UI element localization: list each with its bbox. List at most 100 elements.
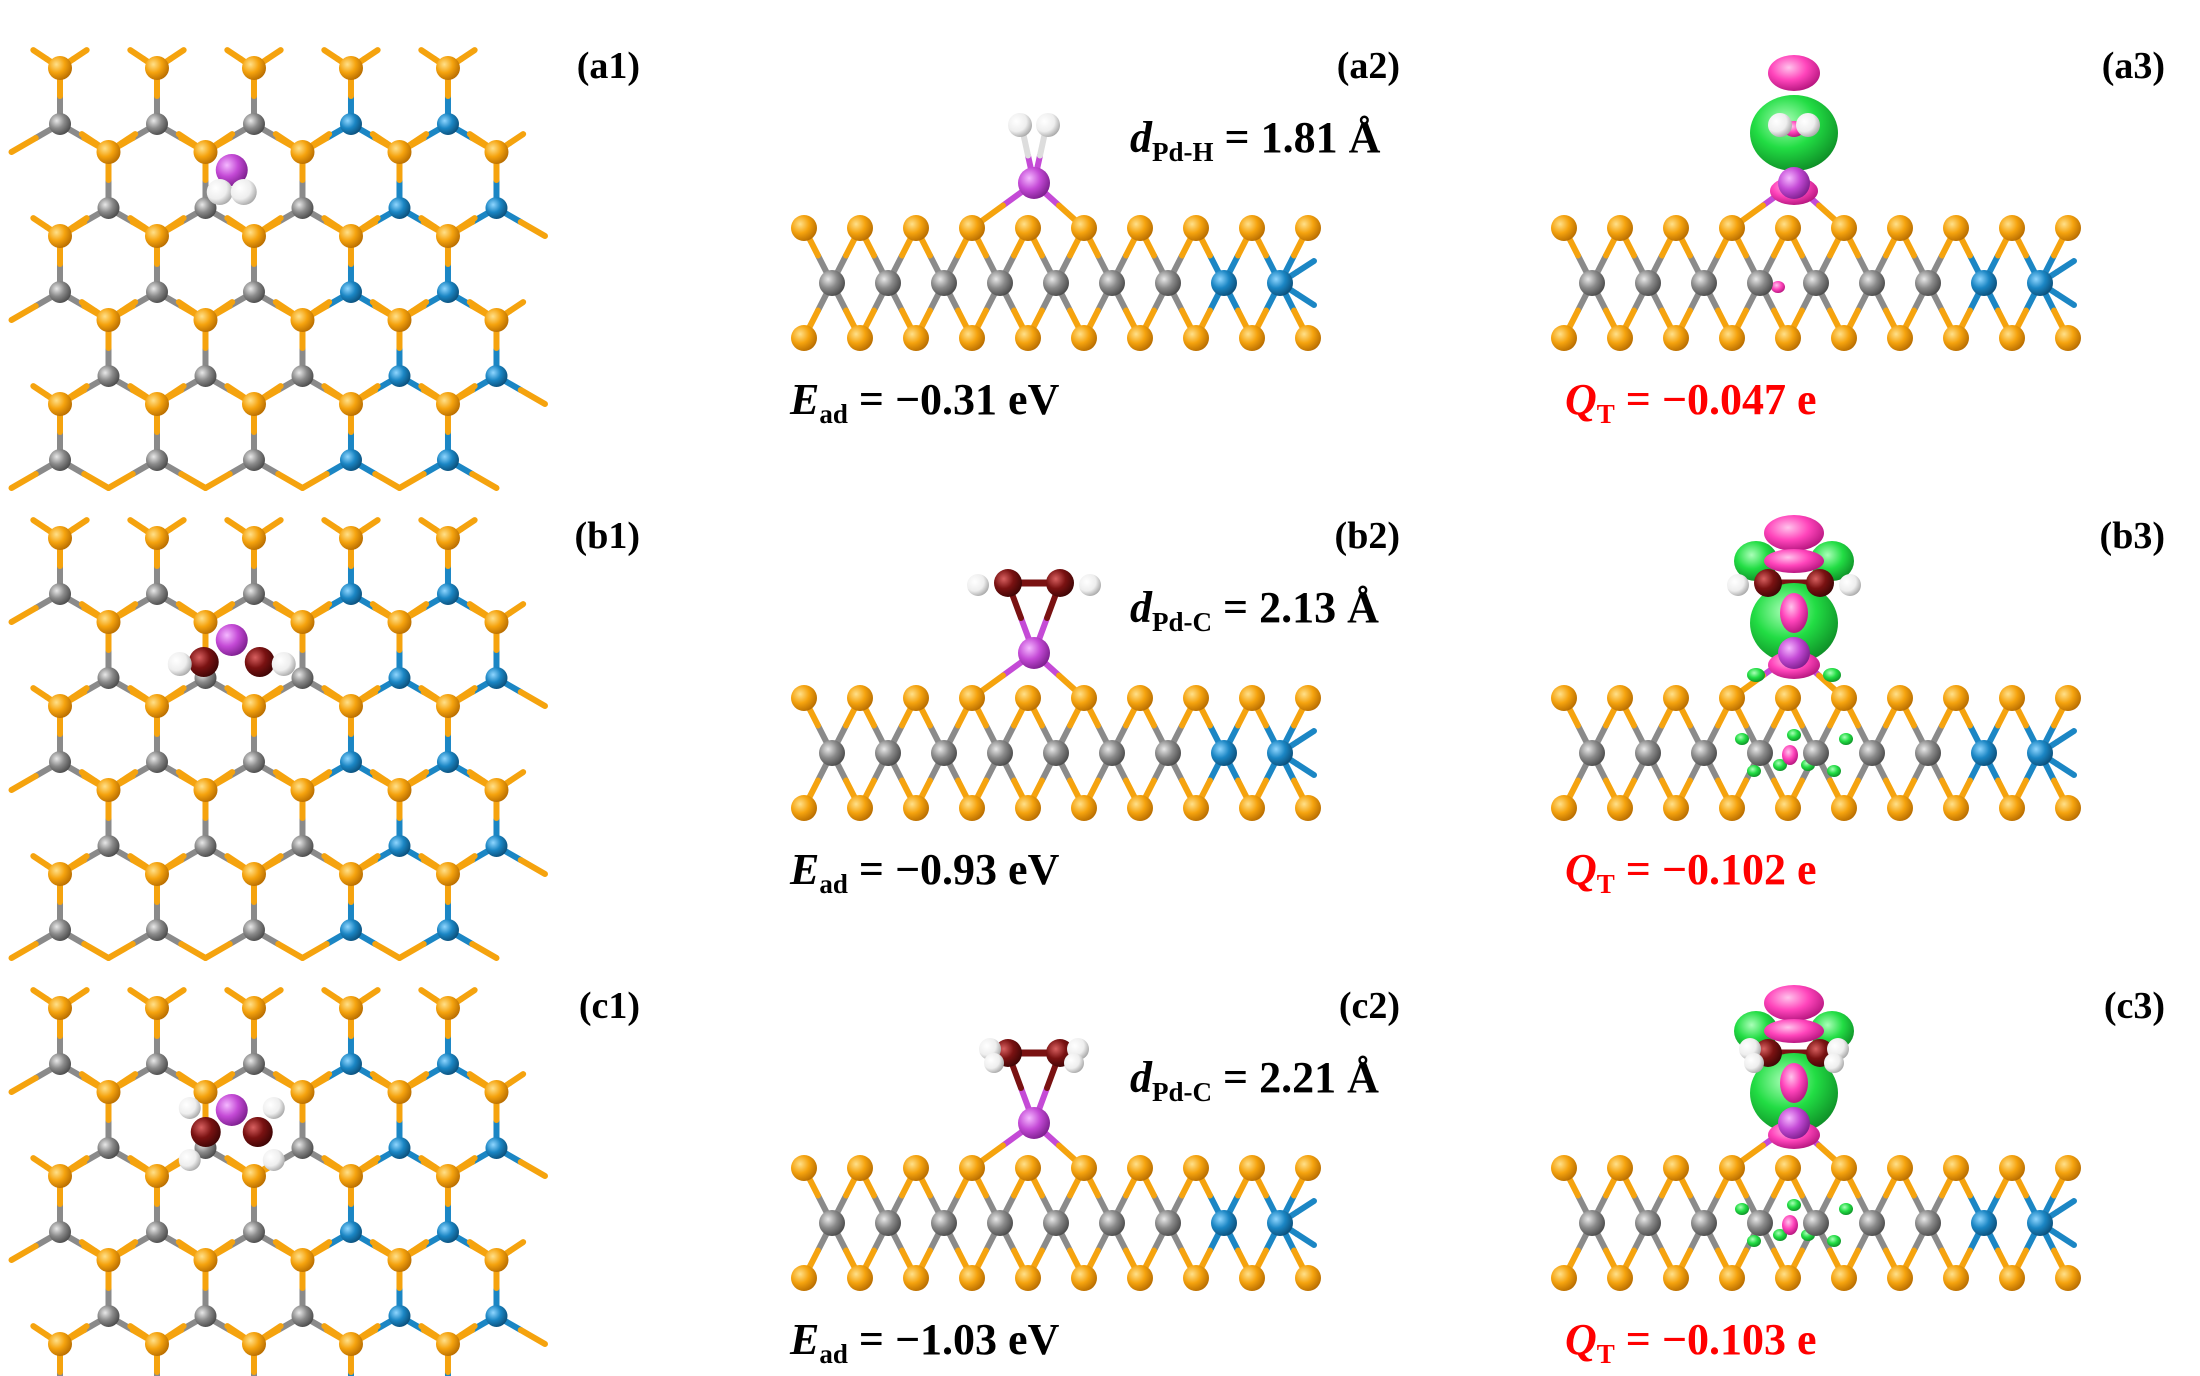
top-view-bond [215, 1239, 236, 1255]
top-view-bond [78, 299, 99, 315]
panel-label: (b2) [1335, 515, 1400, 557]
top-view-bond [70, 517, 90, 533]
top-view-bond [361, 47, 381, 63]
metal-atom [145, 449, 168, 471]
metal-atom [1043, 740, 1069, 766]
carbon-atom [1754, 569, 1782, 597]
structure-bonds [8, 47, 2077, 1376]
structure-atoms [48, 56, 2081, 1356]
pd-atom [1778, 1107, 1810, 1139]
chalcogen-atom [1999, 685, 2025, 711]
top-view-bond [175, 769, 196, 785]
chalcogen-atom [1719, 795, 1745, 821]
top-view-bond [458, 1323, 478, 1339]
metal-atom [1915, 270, 1941, 296]
chalcogen-atom [2055, 685, 2081, 711]
pd-atom [215, 1094, 248, 1126]
hydrogen-atom [1768, 113, 1792, 137]
pd-atom [1778, 637, 1810, 669]
chalcogen-atom [193, 308, 218, 332]
charge-gain-lobe [1773, 1229, 1787, 1241]
top-view-bond [275, 941, 306, 961]
metal-atom [1099, 1210, 1125, 1236]
charge-loss-lobe [1764, 549, 1824, 573]
metal-atom [97, 197, 120, 219]
hydrogen-atom [1008, 113, 1032, 137]
chalcogen-atom [1607, 1155, 1633, 1181]
metal-atom [436, 1053, 459, 1075]
metal-atom [875, 270, 901, 296]
chalcogen-atom [96, 1080, 121, 1104]
side-view-bond [1294, 761, 1317, 778]
charge-gain-lobe [1839, 1203, 1853, 1215]
carbon-atom [242, 1117, 273, 1147]
panel-label: (c3) [2104, 985, 2165, 1027]
metal-atom [145, 751, 168, 773]
chalcogen-atom [1015, 325, 1041, 351]
chalcogen-atom [144, 1164, 169, 1188]
chalcogen-atom [48, 996, 72, 1020]
metal-atom [1267, 270, 1293, 296]
top-view-bond [458, 383, 478, 399]
metal-atom [388, 365, 411, 387]
charge-loss-lobe [1780, 593, 1808, 633]
top-view-bond [78, 1239, 99, 1255]
chalcogen-atom [1127, 325, 1153, 351]
chalcogen-atom [193, 778, 218, 802]
distance-value: dPd-C = 2.13 Å [1130, 583, 1379, 637]
chalcogen-atom [1551, 685, 1577, 711]
top-view-bond [312, 131, 333, 147]
chalcogen-atom [144, 862, 169, 886]
charge-gain-lobe [1823, 668, 1841, 682]
metal-atom [291, 1305, 314, 1327]
chalcogen-atom [1551, 1265, 1577, 1291]
metal-atom [145, 583, 168, 605]
chalcogen-atom [1127, 1265, 1153, 1291]
chalcogen-atom [338, 862, 363, 886]
top-view-bond [127, 47, 147, 63]
charge-gain-lobe [1735, 733, 1749, 745]
top-view-bond [369, 601, 390, 617]
chalcogen-atom [338, 392, 363, 416]
top-view-bond [70, 215, 90, 231]
chalcogen-atom [144, 224, 169, 248]
top-view-bond [30, 517, 50, 533]
top-view-bond [70, 987, 90, 1003]
top-view-bond [299, 471, 330, 491]
metal-atom [1803, 1210, 1829, 1236]
top-view-bond [224, 853, 244, 869]
hydrogen-atom [984, 1053, 1004, 1073]
metal-atom [1043, 270, 1069, 296]
metal-atom [97, 1305, 120, 1327]
chalcogen-atom [1295, 795, 1321, 821]
top-view-bond [118, 131, 139, 147]
metal-atom [49, 751, 71, 773]
top-view-bond [361, 1155, 381, 1171]
hydrogen-atom [1824, 1053, 1844, 1073]
chalcogen-atom [435, 996, 460, 1020]
metal-atom [1635, 270, 1661, 296]
chalcogen-atom [338, 56, 363, 80]
top-view-bond [418, 685, 438, 701]
metal-atom [485, 365, 508, 387]
metal-atom [97, 1137, 120, 1159]
top-view-bond [70, 685, 90, 701]
charge-gain-lobe [1747, 668, 1765, 682]
chalcogen-atom [1831, 215, 1857, 241]
pd-atom [1018, 167, 1050, 199]
hydrogen-atom [1744, 1053, 1764, 1073]
top-view-bond [361, 517, 381, 533]
chalcogen-atom [1943, 685, 1969, 711]
chalcogen-atom [791, 325, 817, 351]
side-view-bond [2054, 1231, 2077, 1248]
chalcogen-atom [1551, 325, 1577, 351]
metal-atom [1971, 740, 1997, 766]
metal-atom [1747, 740, 1773, 766]
chalcogen-atom [1887, 795, 1913, 821]
top-view-bond [517, 857, 548, 877]
chalcogen-atom [959, 1155, 985, 1181]
chalcogen-atom [48, 1164, 72, 1188]
top-view-bond [167, 47, 187, 63]
adsorption-energy-value: Ead = −0.93 eV [789, 845, 1060, 899]
